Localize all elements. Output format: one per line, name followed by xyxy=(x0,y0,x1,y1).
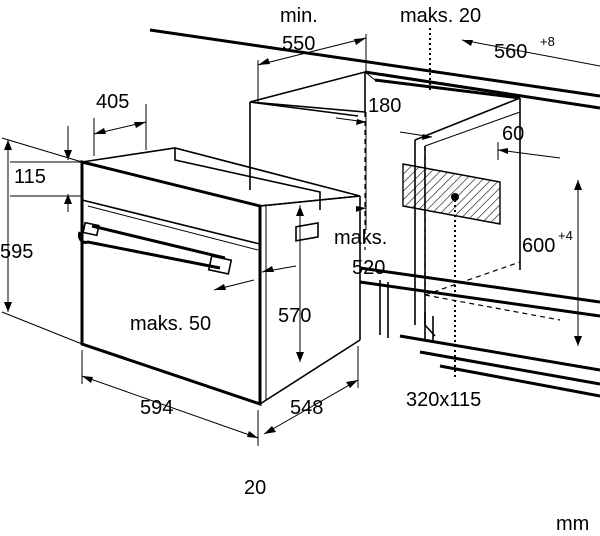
label-min: min. xyxy=(280,5,318,27)
label-cabinet-depth: 550 xyxy=(282,33,315,55)
label-rear-gap: 60 xyxy=(502,123,524,145)
vent-cutout xyxy=(402,163,501,225)
label-vent-depth: 180 xyxy=(368,95,401,117)
label-oven-height: 595 xyxy=(0,241,33,263)
label-maks-520-b: 520 xyxy=(352,257,385,279)
cabinet-carcass xyxy=(249,70,600,398)
label-oven-width: 594 xyxy=(140,397,173,419)
niche-hidden-lines xyxy=(364,112,561,321)
label-inner-height: 570 xyxy=(278,305,311,327)
label-niche-height-tol: +4 xyxy=(558,228,573,243)
oven-body xyxy=(80,147,361,407)
label-maks-50: maks. 50 xyxy=(130,313,211,335)
label-oven-depth: 548 xyxy=(290,397,323,419)
dimension-lines xyxy=(1,28,600,446)
oven-handle xyxy=(78,221,233,275)
label-niche-height: 600 xyxy=(522,235,555,257)
label-oven-depth-upper: 405 xyxy=(96,91,129,113)
label-panel-height: 115 xyxy=(14,166,46,188)
label-niche-width-tol: +8 xyxy=(540,34,555,49)
label-maks-520-a: maks. xyxy=(334,227,387,249)
label-unit: mm xyxy=(556,513,589,535)
worktop-lines xyxy=(149,28,600,110)
label-front-offset: 20 xyxy=(244,477,266,499)
dimension-labels: min. 550 maks. 20 560 +8 405 180 60 115 … xyxy=(0,5,589,535)
label-maks-top: maks. 20 xyxy=(400,5,481,27)
label-vent-cutout: 320x115 xyxy=(406,389,481,411)
label-niche-width: 560 xyxy=(494,41,527,63)
